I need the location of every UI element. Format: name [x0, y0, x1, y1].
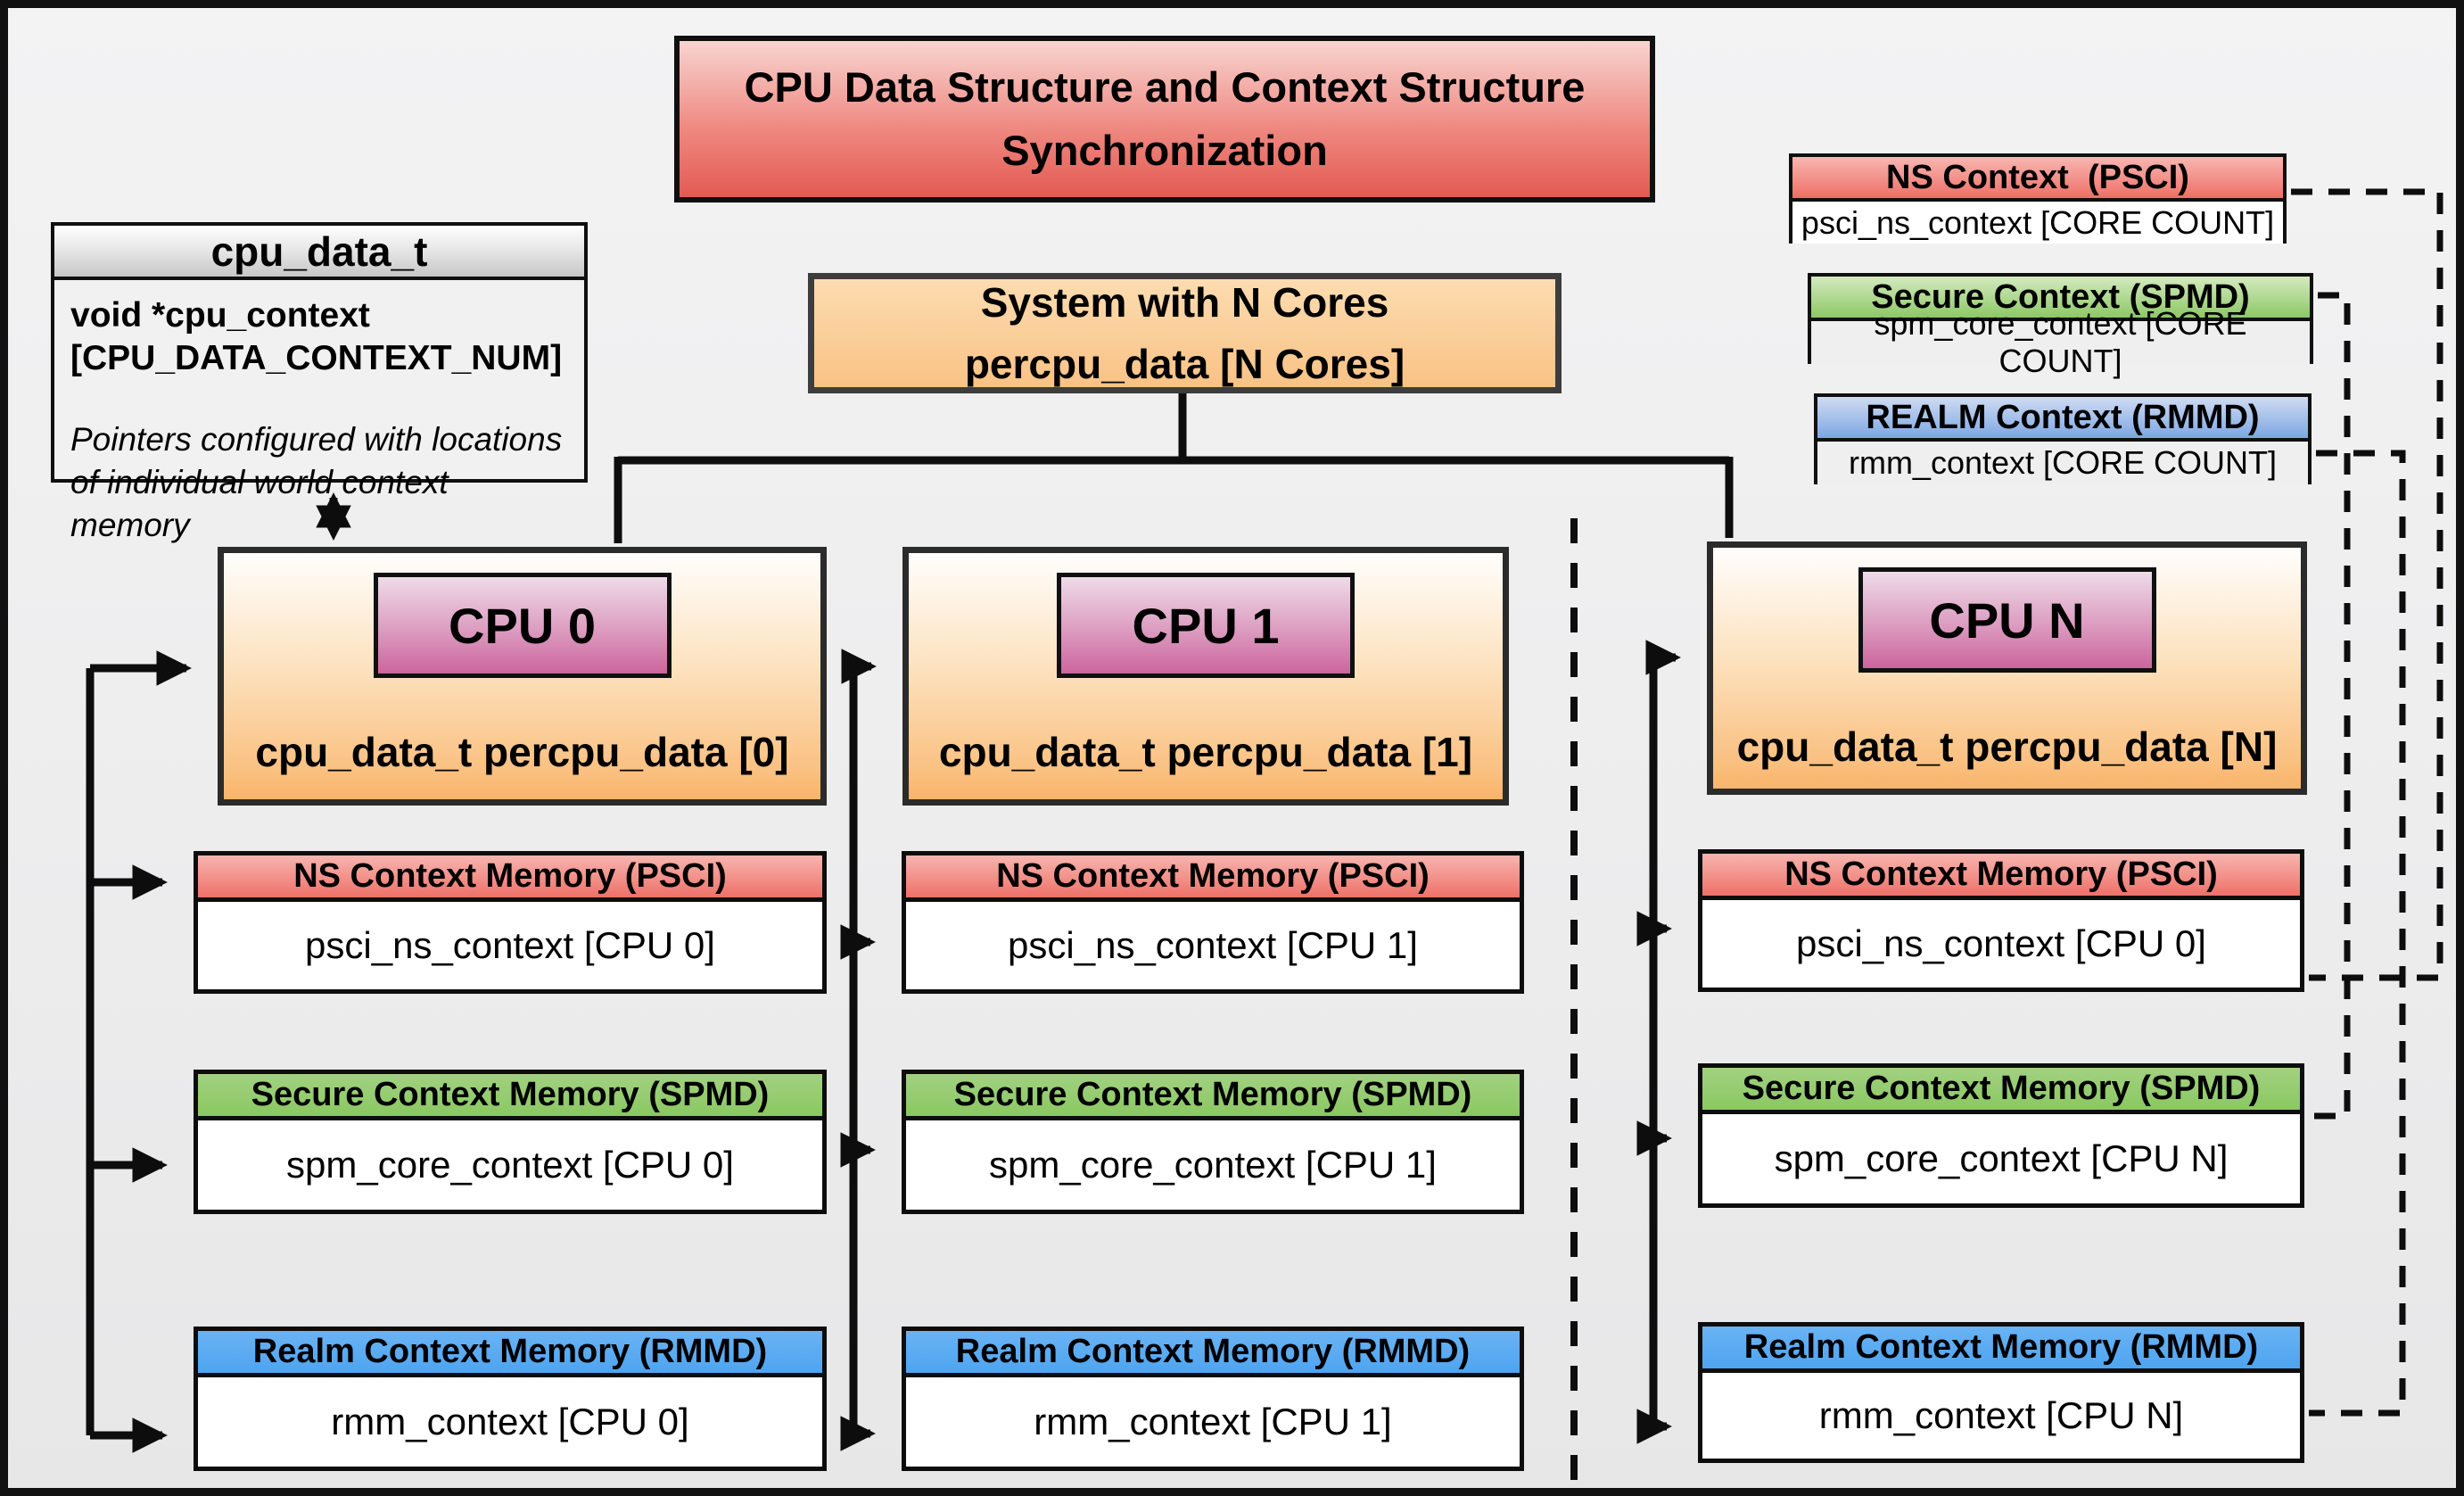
cpu1-label: CPU 1	[1057, 573, 1355, 678]
cpu0-ns-context-box: NS Context Memory (PSCI) psci_ns_context…	[194, 851, 827, 994]
legend-ns-context: NS Context (PSCI) psci_ns_context [CORE …	[1789, 153, 2287, 244]
cpuN-realm-body: rmm_context [CPU N]	[1818, 1394, 2184, 1436]
struct-decl-line1: void *cpu_context	[70, 296, 370, 335]
legend-secure-header: Secure Context (SPMD)	[1811, 277, 2310, 321]
cpuN-secure-header: Secure Context Memory (SPMD)	[1702, 1068, 2300, 1114]
cpu0-ns-header: NS Context Memory (PSCI)	[198, 855, 822, 902]
system-box: System with N Cores percpu_data [N Cores…	[808, 273, 1562, 393]
legend-secure-context: Secure Context (SPMD) spm_core_context […	[1808, 273, 2313, 379]
legend-dashed-connectors	[2291, 188, 2443, 1417]
cpu-data-t-header: cpu_data_t	[54, 226, 584, 280]
cpu0-rail	[86, 650, 192, 1453]
struct-note-line2: of individual world context memory	[70, 464, 449, 544]
cpu0-realm-context-box: Realm Context Memory (RMMD) rmm_context …	[194, 1327, 827, 1471]
system-text: System with N Cores percpu_data [N Cores…	[965, 272, 1405, 393]
struct-note-line1: Pointers configured with locations	[70, 421, 563, 459]
cpuN-ns-context-box: NS Context Memory (PSCI) psci_ns_context…	[1698, 849, 2304, 992]
cpuN-realm-context-box: Realm Context Memory (RMMD) rmm_context …	[1698, 1322, 2304, 1463]
legend-ns-header: NS Context (PSCI)	[1792, 157, 2283, 202]
cpu0-box: CPU 0 cpu_data_t percpu_data [0]	[218, 547, 827, 806]
cpu0-realm-header: Realm Context Memory (RMMD)	[198, 1331, 822, 1377]
legend-realm-header: REALM Context (RMMD)	[1817, 397, 2308, 442]
diagram-title: CPU Data Structure and Context Structure…	[674, 36, 1655, 202]
cpu1-rail	[840, 649, 877, 1451]
cpu0-ns-body: psci_ns_context [CPU 0]	[305, 924, 715, 966]
cpu1-ns-context-box: NS Context Memory (PSCI) psci_ns_context…	[902, 851, 1524, 994]
cpu1-box: CPU 1 cpu_data_t percpu_data [1]	[902, 547, 1509, 806]
system-line2: percpu_data [N Cores]	[964, 340, 1405, 387]
cpu1-secure-header: Secure Context Memory (SPMD)	[906, 1074, 1520, 1120]
cpuN-ns-body: psci_ns_context [CPU 0]	[1796, 922, 2206, 964]
cpu1-realm-context-box: Realm Context Memory (RMMD) rmm_context …	[902, 1327, 1524, 1471]
system-line1: System with N Cores	[980, 279, 1389, 326]
cpu1-ns-header: NS Context Memory (PSCI)	[906, 855, 1520, 902]
cpu0-secure-header: Secure Context Memory (SPMD)	[198, 1074, 822, 1120]
cpuN-data: cpu_data_t percpu_data [N]	[1736, 723, 2278, 770]
cpu0-realm-body: rmm_context [CPU 0]	[331, 1401, 689, 1442]
cpu1-secure-context-box: Secure Context Memory (SPMD) spm_core_co…	[902, 1070, 1524, 1214]
system-tree-connector	[614, 393, 1734, 543]
cpu1-data: cpu_data_t percpu_data [1]	[938, 729, 1473, 775]
cpuN-ns-header: NS Context Memory (PSCI)	[1702, 854, 2300, 900]
cpu1-ns-body: psci_ns_context [CPU 1]	[1008, 924, 1418, 966]
cpuN-rail	[1636, 640, 1681, 1444]
cpuN-box: CPU N cpu_data_t percpu_data [N]	[1707, 541, 2307, 795]
cpu1-realm-header: Realm Context Memory (RMMD)	[906, 1331, 1520, 1377]
cpuN-secure-body: spm_core_context [CPU N]	[1774, 1137, 2229, 1179]
struct-decl-line2: [CPU_DATA_CONTEXT_NUM]	[70, 338, 563, 377]
cpu1-realm-body: rmm_context [CPU 1]	[1034, 1401, 1392, 1442]
legend-realm-context: REALM Context (RMMD) rmm_context [CORE C…	[1814, 393, 2312, 484]
cpuN-label: CPU N	[1858, 567, 2156, 673]
cpu0-data: cpu_data_t percpu_data [0]	[255, 729, 789, 775]
cpu0-label: CPU 0	[373, 573, 672, 678]
cpuN-realm-header: Realm Context Memory (RMMD)	[1702, 1327, 2300, 1373]
cpu0-secure-context-box: Secure Context Memory (SPMD) spm_core_co…	[194, 1070, 827, 1214]
legend-ns-body: psci_ns_context [CORE COUNT]	[1792, 202, 2283, 244]
cpu-data-t-body: void *cpu_context [CPU_DATA_CONTEXT_NUM]…	[54, 280, 584, 547]
legend-realm-body: rmm_context [CORE COUNT]	[1817, 442, 2308, 484]
cpu1-secure-body: spm_core_context [CPU 1]	[989, 1144, 1437, 1186]
cpu-data-t-box: cpu_data_t void *cpu_context [CPU_DATA_C…	[51, 222, 588, 543]
struct-note: Pointers configured with locations of in…	[70, 418, 568, 547]
cpuN-secure-context-box: Secure Context Memory (SPMD) spm_core_co…	[1698, 1063, 2304, 1208]
legend-secure-body: spm_core_context [CORE COUNT]	[1811, 305, 2310, 379]
cpu0-secure-body: spm_core_context [CPU 0]	[286, 1144, 734, 1186]
